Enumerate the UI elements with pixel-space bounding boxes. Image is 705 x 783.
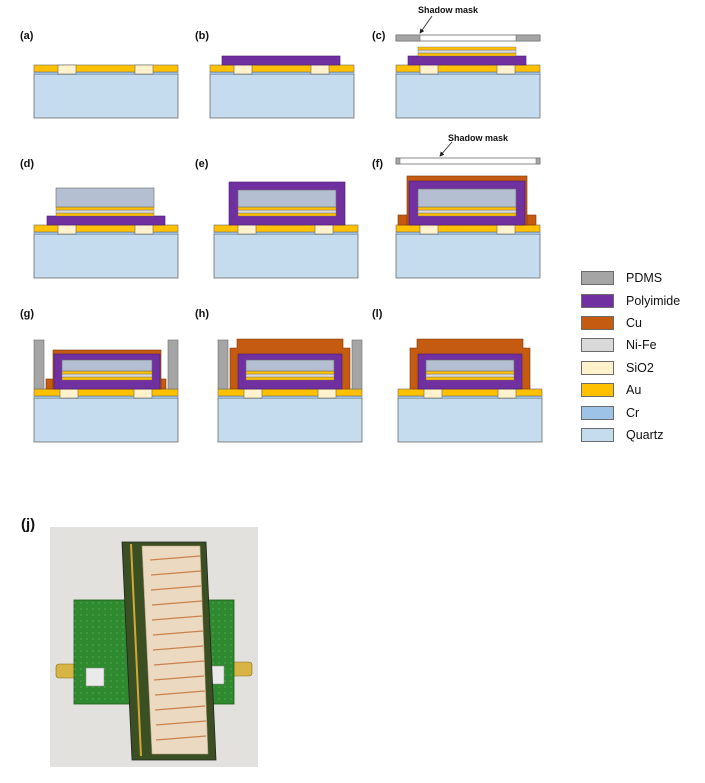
panel-label-a: (a) bbox=[20, 30, 34, 42]
legend-label: Quartz bbox=[626, 427, 664, 442]
panel-label-h: (h) bbox=[195, 308, 210, 320]
sio2-pad bbox=[134, 64, 154, 75]
legend: PDMS Polyimide Cu Ni-Fe SiO2 Au Cr Quart… bbox=[581, 267, 705, 446]
shadow-mask-label-c: Shadow mask bbox=[418, 5, 479, 15]
panel-label-e: (e) bbox=[195, 158, 209, 170]
legend-label: Polyimide bbox=[626, 293, 681, 308]
legend-item-pdms: PDMS bbox=[581, 267, 705, 289]
legend-item-cr: Cr bbox=[581, 401, 705, 423]
legend-item-cu: Cu bbox=[581, 312, 705, 334]
legend-label: Cr bbox=[626, 405, 640, 420]
legend-swatch bbox=[581, 360, 614, 375]
polyimide-layer bbox=[221, 55, 341, 66]
legend-item-nife: Ni-Fe bbox=[581, 334, 705, 356]
legend-swatch bbox=[581, 293, 614, 308]
legend-swatch bbox=[581, 315, 614, 330]
legend-item-polyimide: Polyimide bbox=[581, 289, 705, 311]
sio2-pad bbox=[57, 64, 77, 75]
nife-thin bbox=[417, 49, 517, 54]
device-photo bbox=[50, 527, 258, 767]
legend-swatch bbox=[581, 271, 614, 286]
pdms-wall bbox=[33, 339, 45, 390]
legend-label: Au bbox=[626, 383, 642, 398]
au-layer bbox=[33, 64, 179, 73]
panel-label-d: (d) bbox=[20, 158, 35, 170]
panel-label-g: (g) bbox=[20, 308, 35, 320]
legend-item-quartz: Quartz bbox=[581, 424, 705, 446]
cr-layer bbox=[33, 71, 179, 75]
panel-label-l: (l) bbox=[372, 308, 383, 320]
panel-label-f: (f) bbox=[372, 158, 383, 170]
panel-f bbox=[395, 141, 541, 279]
legend-label: Ni-Fe bbox=[626, 338, 657, 353]
shadow-mask-label-f: Shadow mask bbox=[448, 133, 509, 143]
panel-a bbox=[33, 64, 179, 119]
au-thin bbox=[417, 52, 517, 57]
legend-swatch bbox=[581, 338, 614, 353]
panel-g bbox=[33, 339, 179, 443]
legend-label: PDMS bbox=[626, 271, 663, 286]
panel-label-b: (b) bbox=[195, 30, 210, 42]
legend-label: Cu bbox=[626, 315, 642, 330]
nife-block bbox=[55, 187, 155, 208]
pdms-wall bbox=[167, 339, 179, 390]
photo-label: (j) bbox=[21, 516, 36, 533]
panel-c bbox=[395, 15, 541, 119]
legend-swatch bbox=[581, 383, 614, 398]
legend-swatch bbox=[581, 405, 614, 420]
panel-l bbox=[397, 338, 543, 443]
panel-label-c: (c) bbox=[372, 30, 386, 42]
legend-item-au: Au bbox=[581, 379, 705, 401]
panel-d bbox=[33, 187, 179, 279]
panel-h bbox=[217, 338, 363, 443]
legend-swatch bbox=[581, 427, 614, 442]
panel-b bbox=[209, 55, 355, 119]
legend-label: SiO2 bbox=[626, 360, 654, 375]
legend-item-sio2: SiO2 bbox=[581, 357, 705, 379]
panel-e bbox=[213, 181, 359, 279]
quartz-substrate bbox=[33, 73, 179, 119]
